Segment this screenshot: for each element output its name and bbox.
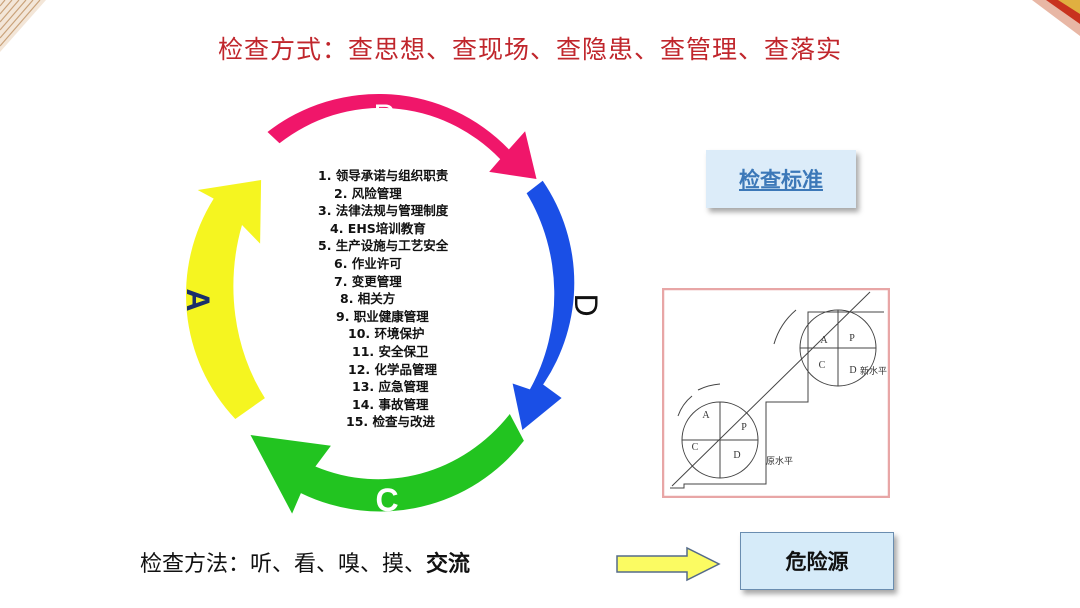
- management-element-item: 1. 领导承诺与组织职责: [318, 168, 449, 183]
- management-element-item: 4. EHS培训教育: [330, 220, 426, 236]
- p-label: P: [373, 98, 394, 134]
- management-element-item: 14. 事故管理: [352, 396, 429, 412]
- upper-wheel-d: D: [849, 365, 856, 376]
- new-level-label: 新水平: [860, 365, 887, 377]
- original-level-label: 原水平: [766, 455, 793, 467]
- management-element-item: 3. 法律法规与管理制度: [318, 203, 449, 219]
- management-element-item: 11. 安全保卫: [352, 343, 429, 359]
- p-arrow: [267, 93, 537, 179]
- management-element-item: 9. 职业健康管理: [336, 308, 429, 324]
- management-element-item: 6. 作业许可: [334, 255, 402, 271]
- management-element-item: 7. 变更管理: [334, 273, 402, 289]
- upper-wheel-a: A: [820, 335, 828, 346]
- d-label: D: [568, 293, 604, 316]
- management-element-item: 12. 化学品管理: [348, 361, 437, 377]
- a-arrow: [185, 180, 265, 419]
- right-arrow-icon: [616, 546, 721, 582]
- management-element-item: 15. 检查与改进: [346, 414, 435, 430]
- upper-wheel-p: P: [849, 333, 855, 344]
- page-title: 检查方式：查思想、查现场、查隐患、查管理、查落实: [217, 35, 842, 64]
- method-prefix: 检查方法：听、看、嗅、摸、: [140, 552, 427, 577]
- management-element-item: 10. 环境保护: [348, 326, 425, 342]
- lower-wheel-c: C: [692, 442, 699, 453]
- d-arrow: [512, 180, 575, 430]
- top-right-seal-decoration: [1032, 0, 1080, 36]
- c-arrow: [250, 414, 524, 514]
- lower-wheel-a: A: [702, 410, 710, 421]
- inspection-standard-box: 检查标准: [706, 150, 856, 208]
- upper-wheel-c: C: [819, 360, 826, 371]
- management-element-item: 5. 生产设施与工艺安全: [318, 238, 449, 254]
- c-label: C: [375, 482, 398, 518]
- lower-wheel-d: D: [733, 450, 740, 461]
- pdca-staircase-diagram: A P C D A P C D 新水平 原水平: [662, 288, 890, 498]
- management-element-item: 2. 风险管理: [334, 185, 402, 201]
- management-element-item: 13. 应急管理: [352, 379, 429, 395]
- hazard-source-box: 危险源: [740, 532, 894, 590]
- a-label: A: [180, 288, 216, 311]
- management-element-item: 8. 相关方: [340, 291, 396, 307]
- top-left-fan-decoration: [0, 0, 46, 52]
- method-emphasis: 交流: [426, 552, 471, 577]
- inspection-method-text: 检查方法：听、看、嗅、摸、交流: [140, 546, 470, 578]
- pdca-cycle-diagram: P D C A: [180, 93, 604, 518]
- lower-wheel-p: P: [741, 422, 747, 433]
